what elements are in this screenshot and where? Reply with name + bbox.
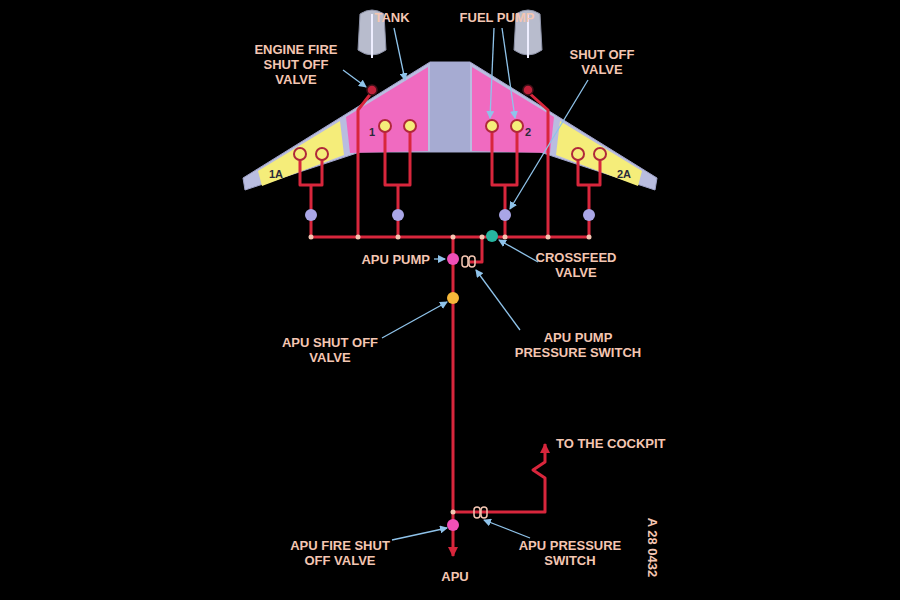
- part-label: APU: [435, 569, 475, 584]
- part-label: APU PUMP PRESSURE SWITCH: [511, 330, 645, 360]
- part-label: SHUT OFF VALVE: [565, 47, 639, 77]
- part-label: TO THE COCKPIT: [556, 436, 686, 451]
- part-label: APU SHUT OFF VALVE: [278, 335, 382, 365]
- tank-number: 2: [518, 126, 538, 138]
- part-label: APU PRESSURE SWITCH: [517, 538, 623, 568]
- tank-number: 1: [362, 126, 382, 138]
- tank-number: 2A: [612, 168, 636, 180]
- part-label: FUEL PUMP: [447, 10, 547, 25]
- part-label: ENGINE FIRE SHUT OFF VALVE: [249, 42, 343, 87]
- part-label: CROSSFEED VALVE: [530, 250, 622, 280]
- part-label: APU PUMP: [340, 252, 430, 267]
- tank-number: 1A: [264, 168, 288, 180]
- part-label: APU FIRE SHUT OFF VALVE: [283, 538, 397, 568]
- part-label: TANK: [362, 10, 422, 25]
- drawing-number: A 28 0432: [645, 503, 660, 593]
